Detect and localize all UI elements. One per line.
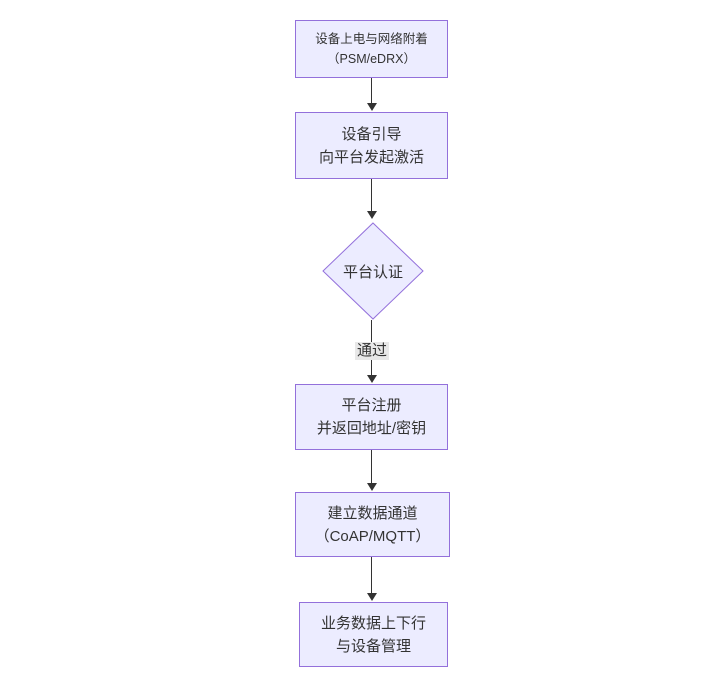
node-power-network-attach: 设备上电与网络附着 （PSM/eDRX） bbox=[295, 20, 448, 78]
arrow-line bbox=[371, 450, 372, 484]
node-device-bootstrap: 设备引导 向平台发起激活 bbox=[295, 112, 448, 179]
node-text-line: 平台注册 bbox=[341, 397, 402, 414]
arrowhead-icon bbox=[367, 103, 377, 111]
node-text-line: 平台认证 bbox=[342, 263, 403, 281]
node-data-channel: 建立数据通道 （CoAP/MQTT） bbox=[295, 492, 450, 557]
node-text-line: 与设备管理 bbox=[335, 637, 411, 655]
node-text-line: 设备上电与网络附着 bbox=[315, 32, 428, 46]
arrow-line bbox=[371, 78, 372, 103]
node-business-data: 业务数据上下行 与设备管理 bbox=[299, 602, 448, 667]
arrow-line bbox=[371, 557, 372, 594]
node-text-line: （PSM/eDRX） bbox=[327, 52, 416, 66]
node-text-line: 建立数据通道 bbox=[327, 504, 418, 522]
edge-label-pass: 通过 bbox=[354, 342, 390, 360]
node-text-line: 设备引导 bbox=[341, 125, 402, 143]
arrowhead-icon bbox=[367, 483, 377, 491]
node-text-line: 业务数据上下行 bbox=[320, 614, 426, 632]
node-text-line: （CoAP/MQTT） bbox=[314, 527, 431, 545]
arrow-line bbox=[371, 179, 372, 212]
arrowhead-icon bbox=[367, 375, 377, 383]
arrowhead-icon bbox=[367, 593, 377, 601]
node-platform-register: 平台注册 并返回地址/密钥 bbox=[295, 384, 448, 450]
node-text-line: 并返回地址/密钥 bbox=[316, 420, 427, 437]
node-text-line: 向平台发起激活 bbox=[318, 148, 424, 166]
node-platform-auth-decision: 平台认证 bbox=[321, 221, 425, 321]
diamond-shape bbox=[322, 222, 424, 320]
arrowhead-icon bbox=[367, 211, 377, 219]
